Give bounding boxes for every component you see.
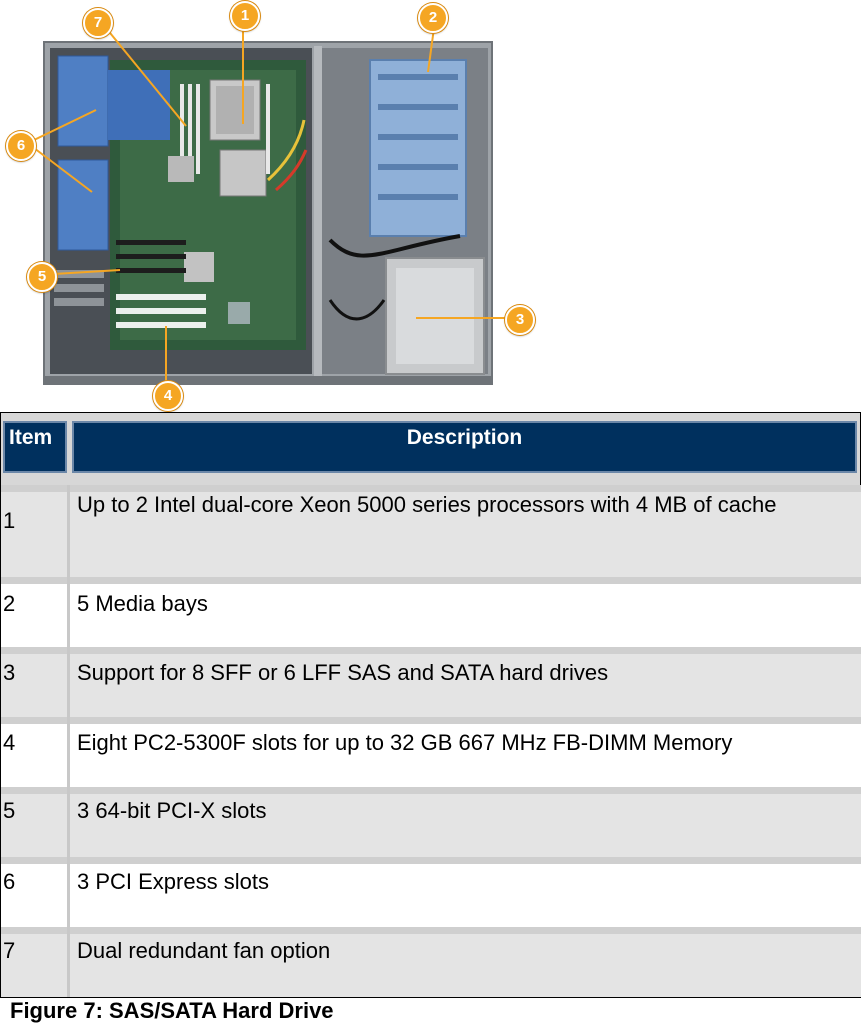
header-description-label: Description xyxy=(406,426,523,449)
row-item-number: 7 xyxy=(3,938,16,963)
callout-2: 2 xyxy=(418,3,448,33)
table-row: 2 5 Media bays xyxy=(1,577,861,647)
callout-1: 1 xyxy=(230,1,260,31)
row-item-number: 5 xyxy=(3,798,16,823)
server-figure: 7 1 2 6 5 3 4 xyxy=(0,0,861,411)
row-item-number: 6 xyxy=(3,869,16,894)
table-header: Item xyxy=(1,413,69,485)
row-description: Dual redundant fan option xyxy=(77,938,331,963)
callout-4: 4 xyxy=(153,381,183,411)
spec-table: Item Description 1 Up to 2 Intel dual-co… xyxy=(0,412,861,998)
row-item-number: 4 xyxy=(3,730,16,755)
row-description: Eight PC2-5300F slots for up to 32 GB 66… xyxy=(77,730,733,755)
callout-5: 5 xyxy=(27,262,57,292)
callout-6: 6 xyxy=(6,131,36,161)
server-chassis-illustration xyxy=(33,27,506,385)
header-item-cell: Item xyxy=(3,421,67,473)
table-header-description: Description xyxy=(69,413,860,485)
callout-3: 3 xyxy=(505,305,535,335)
header-item-label: Item xyxy=(9,426,53,449)
row-description: Up to 2 Intel dual-core Xeon 5000 series… xyxy=(77,492,777,517)
table-row: 3 Support for 8 SFF or 6 LFF SAS and SAT… xyxy=(1,647,861,717)
table-row: 6 3 PCI Express slots xyxy=(1,857,861,927)
header-description-cell: Description xyxy=(72,421,857,473)
figure-caption: Figure 7: SAS/SATA Hard Drive xyxy=(10,998,334,1023)
table-row: 7 Dual redundant fan option xyxy=(1,927,861,997)
row-description: 3 64-bit PCI-X slots xyxy=(77,798,267,823)
row-item-number: 1 xyxy=(3,508,16,533)
row-item-number: 2 xyxy=(3,591,16,616)
row-description: 5 Media bays xyxy=(77,591,208,616)
row-description: Support for 8 SFF or 6 LFF SAS and SATA … xyxy=(77,660,609,685)
table-row: 5 3 64-bit PCI-X slots xyxy=(1,787,861,857)
callout-7: 7 xyxy=(83,8,113,38)
table-row: 1 Up to 2 Intel dual-core Xeon 5000 seri… xyxy=(1,485,861,577)
row-description: 3 PCI Express slots xyxy=(77,869,269,894)
table-row: 4 Eight PC2-5300F slots for up to 32 GB … xyxy=(1,717,861,787)
row-item-number: 3 xyxy=(3,660,16,685)
